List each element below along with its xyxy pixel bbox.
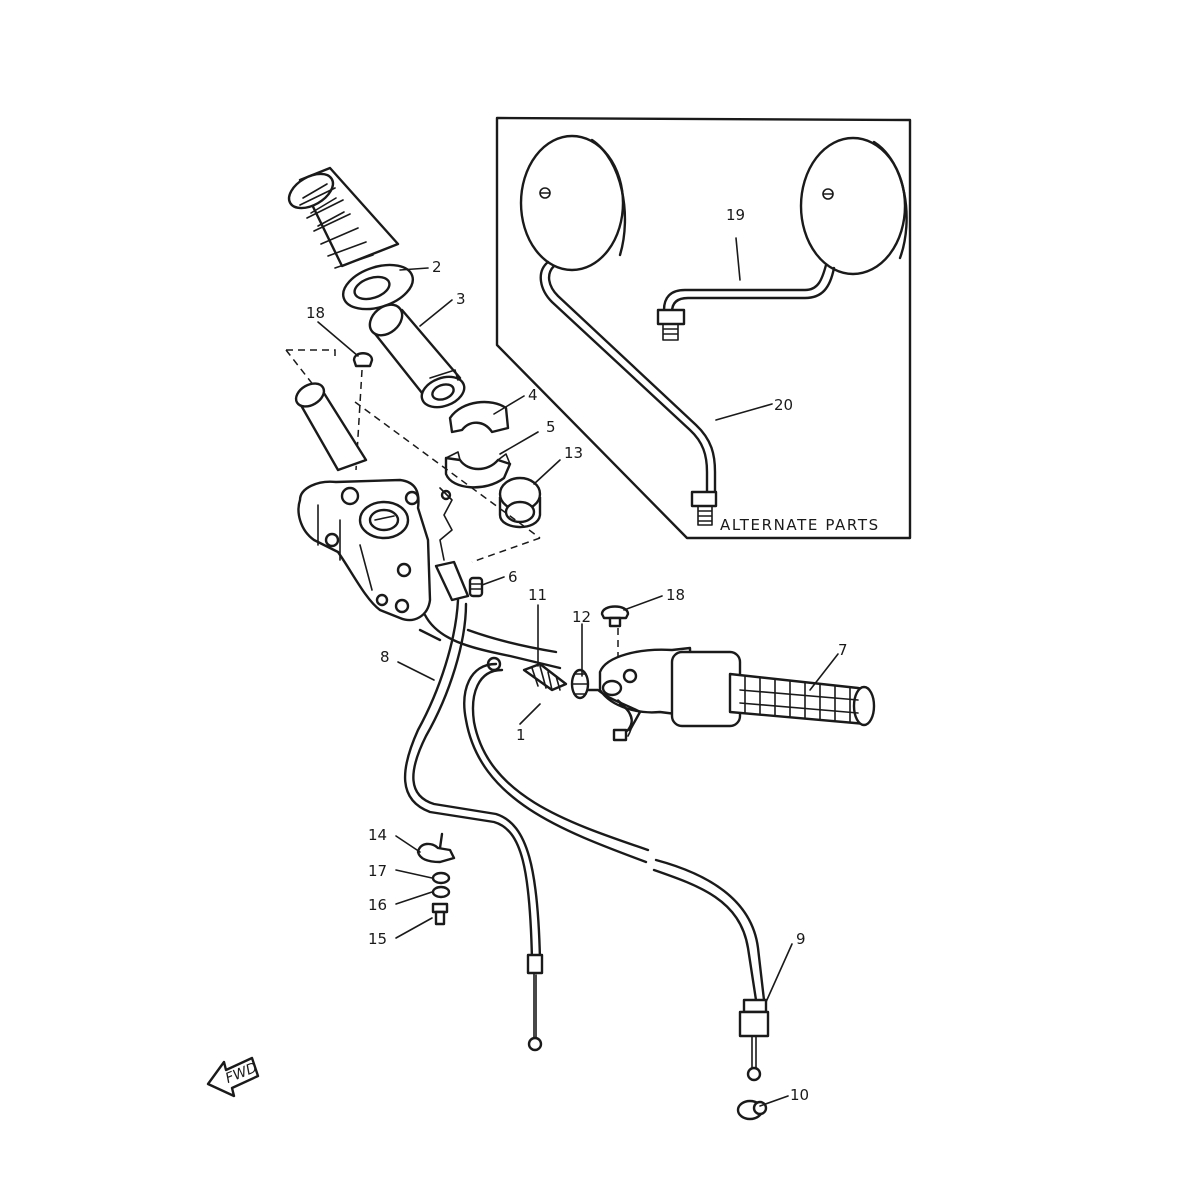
throttle-housing-lower bbox=[444, 451, 512, 489]
alternate-parts-box: ALTERNATE PARTS bbox=[495, 116, 912, 540]
callout-18-right: 18 bbox=[666, 586, 685, 604]
cap-18-right bbox=[600, 605, 630, 628]
fwd-arrow-icon: FWD bbox=[206, 1056, 260, 1098]
right-grip bbox=[598, 646, 876, 728]
callout-1: 1 bbox=[516, 726, 526, 744]
clutch-cable-8 bbox=[403, 598, 544, 1052]
callout-20: 20 bbox=[774, 396, 793, 414]
callout-7: 7 bbox=[838, 641, 848, 659]
callout-4: 4 bbox=[528, 386, 538, 404]
cable-adjuster-11 bbox=[522, 662, 568, 692]
callout-14: 14 bbox=[368, 826, 387, 844]
screw-6 bbox=[468, 576, 484, 598]
locknut-12 bbox=[570, 668, 590, 700]
callout-10: 10 bbox=[790, 1086, 809, 1104]
throttle-tube bbox=[368, 303, 466, 409]
callout-6: 6 bbox=[508, 568, 518, 586]
washer-16 bbox=[431, 885, 451, 899]
callouts: 1 2 3 4 5 6 7 8 9 10 11 12 13 14 15 16 1… bbox=[306, 206, 848, 1104]
bolt-15 bbox=[431, 902, 449, 926]
callout-2: 2 bbox=[432, 258, 442, 276]
left-grip bbox=[287, 166, 414, 311]
mirror-right bbox=[656, 136, 908, 341]
callout-18-left: 18 bbox=[306, 304, 325, 322]
cable-pulley bbox=[498, 476, 542, 529]
cable-end-10 bbox=[736, 1099, 768, 1121]
callout-9: 9 bbox=[796, 930, 806, 948]
washer-17 bbox=[431, 871, 451, 885]
throttle-housing-upper bbox=[448, 400, 510, 434]
callout-12: 12 bbox=[572, 608, 591, 626]
switch-housing bbox=[297, 478, 432, 622]
callout-13: 13 bbox=[564, 444, 583, 462]
leader-lines bbox=[317, 237, 839, 1107]
callout-5: 5 bbox=[546, 418, 556, 436]
throttle-cable-9 bbox=[463, 656, 770, 1082]
callout-15: 15 bbox=[368, 930, 387, 948]
handlebar-left-section bbox=[294, 382, 368, 472]
callout-19: 19 bbox=[726, 206, 745, 224]
callout-8: 8 bbox=[380, 648, 390, 666]
callout-16: 16 bbox=[368, 896, 387, 914]
clamp-14 bbox=[416, 832, 456, 864]
clutch-cable-adjuster bbox=[434, 487, 470, 602]
callout-11: 11 bbox=[528, 586, 547, 604]
switch-wire bbox=[612, 702, 633, 742]
callout-17: 17 bbox=[368, 862, 387, 880]
callout-3: 3 bbox=[456, 290, 466, 308]
mirror-left bbox=[519, 134, 718, 526]
alternate-parts-label: ALTERNATE PARTS bbox=[720, 516, 880, 534]
